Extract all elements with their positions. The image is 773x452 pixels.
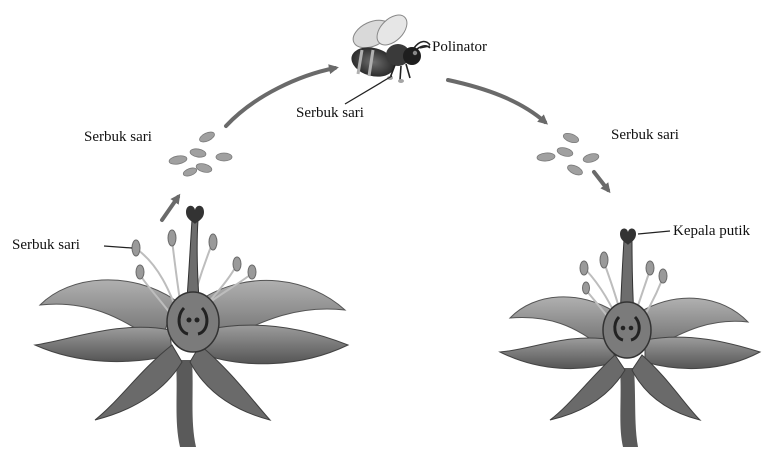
left-stigma: [186, 206, 204, 224]
leader-bee-pollen: [345, 76, 392, 104]
arrow-cloud-to-stigma: [594, 172, 608, 190]
left-anther-marked: [132, 240, 140, 256]
left-flower: [35, 206, 348, 447]
label-pollinator: Polinator: [432, 38, 487, 56]
leader-anther: [104, 246, 132, 248]
bee-pollinator: [348, 9, 430, 83]
left-petal-front-left: [35, 327, 172, 361]
label-pollen-right-cloud: Serbuk sari: [611, 126, 679, 144]
right-petal-front-right: [645, 337, 760, 368]
right-petal-front-left: [500, 338, 615, 369]
right-stigma: [620, 228, 636, 245]
right-ovary: [603, 302, 651, 358]
left-pollen-cloud: [168, 130, 232, 178]
right-flower: [500, 228, 760, 447]
right-flower-stem: [620, 368, 638, 447]
leader-stigma: [638, 231, 670, 234]
left-ovary: [167, 292, 219, 352]
label-pollen-on-anther: Serbuk sari: [12, 236, 80, 254]
left-flower-stem: [176, 360, 196, 447]
right-pollen-cloud: [537, 132, 600, 178]
label-stigma: Kepala putik: [673, 222, 750, 240]
label-pollen-on-bee: Serbuk sari: [296, 104, 364, 122]
arrow-bee-to-cloud: [448, 80, 545, 122]
bee-head: [403, 47, 421, 65]
arrows: [162, 68, 608, 220]
left-petal-front-right: [205, 325, 348, 364]
arrow-anther-to-cloud: [162, 197, 178, 220]
label-pollen-left-cloud: Serbuk sari: [84, 128, 152, 146]
